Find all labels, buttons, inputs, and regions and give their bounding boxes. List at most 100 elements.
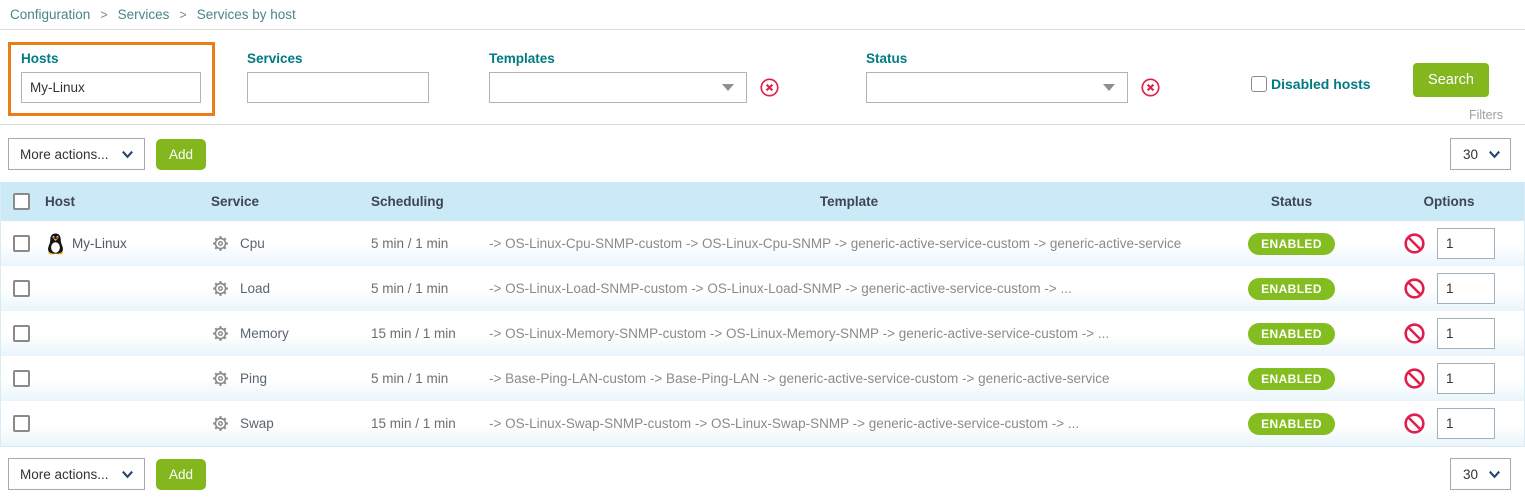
row-checkbox[interactable] <box>13 235 30 252</box>
templates-filter-group: Templates <box>489 51 780 103</box>
service-name-link[interactable]: Swap <box>240 416 274 431</box>
template-chain: -> OS-Linux-Swap-SNMP-custom -> OS-Linux… <box>489 416 1080 431</box>
row-checkbox[interactable] <box>13 415 30 432</box>
status-clear-icon[interactable] <box>1140 77 1161 98</box>
top-toolbar: More actions... Add 30 <box>0 125 1525 182</box>
service-name-link[interactable]: Memory <box>240 326 289 341</box>
row-checkbox[interactable] <box>13 280 30 297</box>
services-filter-group: Services <box>247 51 429 103</box>
gear-icon <box>211 369 230 388</box>
template-chain: -> OS-Linux-Memory-SNMP-custom -> OS-Lin… <box>489 326 1110 341</box>
table-row: My-Linux Cpu 5 min / 1 min -> OS-Linux-C… <box>1 221 1524 266</box>
more-actions-select-bottom[interactable]: More actions... <box>8 458 145 490</box>
gear-icon <box>211 279 230 298</box>
status-badge: ENABLED <box>1248 277 1335 300</box>
duplicate-count-input[interactable] <box>1437 228 1495 259</box>
ban-icon[interactable] <box>1403 367 1426 390</box>
chevron-down-icon <box>120 467 135 481</box>
hosts-filter-highlight: Hosts <box>8 42 215 116</box>
header-host: Host <box>45 194 75 209</box>
more-actions-select-top[interactable]: More actions... <box>8 138 145 170</box>
duplicate-count-input[interactable] <box>1437 363 1495 394</box>
header-scheduling: Scheduling <box>371 194 444 209</box>
gear-icon <box>211 324 230 343</box>
chevron-down-icon <box>1487 147 1502 161</box>
page-size-select-bottom[interactable]: 30 <box>1450 458 1511 490</box>
ban-icon[interactable] <box>1403 412 1426 435</box>
status-badge: ENABLED <box>1248 367 1335 390</box>
status-filter-label: Status <box>866 51 908 66</box>
breadcrumb-separator: > <box>100 7 108 22</box>
breadcrumb: Configuration > Services > Services by h… <box>0 0 1525 30</box>
more-actions-label: More actions... <box>20 466 109 482</box>
template-chain: -> OS-Linux-Cpu-SNMP-custom -> OS-Linux-… <box>489 236 1182 251</box>
duplicate-count-input[interactable] <box>1437 408 1495 439</box>
status-filter-group: Status <box>866 51 1161 103</box>
add-button-top[interactable]: Add <box>156 138 207 170</box>
hosts-filter-input[interactable] <box>21 72 201 103</box>
status-badge: ENABLED <box>1248 412 1335 435</box>
search-button[interactable]: Search <box>1413 63 1489 97</box>
more-actions-label: More actions... <box>20 146 109 162</box>
scheduling-value: 15 min / 1 min <box>371 416 456 431</box>
table-row: Ping 5 min / 1 min -> Base-Ping-LAN-cust… <box>1 356 1524 401</box>
bottom-toolbar: More actions... Add 30 <box>0 447 1525 502</box>
template-chain: -> Base-Ping-LAN-custom -> Base-Ping-LAN… <box>489 371 1110 386</box>
page-size-value: 30 <box>1463 466 1479 482</box>
disabled-hosts-checkbox[interactable] <box>1251 76 1267 92</box>
status-badge: ENABLED <box>1248 232 1335 255</box>
dropdown-arrow-icon <box>722 84 734 91</box>
host-name-link[interactable]: My-Linux <box>72 236 127 251</box>
ban-icon[interactable] <box>1403 322 1426 345</box>
gear-icon <box>211 414 230 433</box>
scheduling-value: 5 min / 1 min <box>371 281 449 296</box>
breadcrumb-configuration[interactable]: Configuration <box>10 7 91 22</box>
service-name-link[interactable]: Ping <box>240 371 268 386</box>
services-filter-label: Services <box>247 51 303 66</box>
chevron-down-icon <box>1487 467 1502 481</box>
disabled-hosts-label: Disabled hosts <box>1271 76 1371 92</box>
linux-tux-icon <box>45 232 66 255</box>
filters-panel-tag: Filters <box>1468 108 1503 122</box>
services-table: Host Service Scheduling Template Status … <box>0 182 1525 447</box>
header-template: Template <box>819 194 879 209</box>
table-row: Load 5 min / 1 min -> OS-Linux-Load-SNMP… <box>1 266 1524 311</box>
table-row: Swap 15 min / 1 min -> OS-Linux-Swap-SNM… <box>1 401 1524 446</box>
templates-clear-icon[interactable] <box>759 77 780 98</box>
service-name-link[interactable]: Cpu <box>240 236 265 251</box>
scheduling-value: 5 min / 1 min <box>371 236 449 251</box>
breadcrumb-services-by-host[interactable]: Services by host <box>196 7 296 22</box>
row-checkbox[interactable] <box>13 370 30 387</box>
status-badge: ENABLED <box>1248 322 1335 345</box>
table-row: Memory 15 min / 1 min -> OS-Linux-Memory… <box>1 311 1524 356</box>
table-header-row: Host Service Scheduling Template Status … <box>1 182 1524 221</box>
templates-filter-label: Templates <box>489 51 555 66</box>
row-checkbox[interactable] <box>13 325 30 342</box>
filter-panel: Hosts Services Templates Status <box>0 30 1525 125</box>
chevron-down-icon <box>120 147 135 161</box>
template-chain: -> OS-Linux-Load-SNMP-custom -> OS-Linux… <box>489 281 1072 296</box>
disabled-hosts-group: Disabled hosts <box>1251 76 1371 92</box>
ban-icon[interactable] <box>1403 232 1426 255</box>
header-status: Status <box>1270 194 1313 209</box>
header-options: Options <box>1423 194 1475 209</box>
scheduling-value: 15 min / 1 min <box>371 326 456 341</box>
hosts-filter-label: Hosts <box>21 51 59 66</box>
service-name-link[interactable]: Load <box>240 281 271 296</box>
breadcrumb-services[interactable]: Services <box>117 7 170 22</box>
status-filter-select[interactable] <box>866 72 1128 103</box>
dropdown-arrow-icon <box>1103 84 1115 91</box>
gear-icon <box>211 234 230 253</box>
duplicate-count-input[interactable] <box>1437 273 1495 304</box>
header-service: Service <box>211 194 260 209</box>
select-all-checkbox[interactable] <box>13 193 30 210</box>
duplicate-count-input[interactable] <box>1437 318 1495 349</box>
page-size-select-top[interactable]: 30 <box>1450 138 1511 170</box>
page-size-value: 30 <box>1463 146 1479 162</box>
breadcrumb-separator: > <box>179 7 187 22</box>
add-button-bottom[interactable]: Add <box>156 458 207 490</box>
ban-icon[interactable] <box>1403 277 1426 300</box>
templates-filter-select[interactable] <box>489 72 747 103</box>
services-filter-input[interactable] <box>247 72 429 103</box>
scheduling-value: 5 min / 1 min <box>371 371 449 386</box>
